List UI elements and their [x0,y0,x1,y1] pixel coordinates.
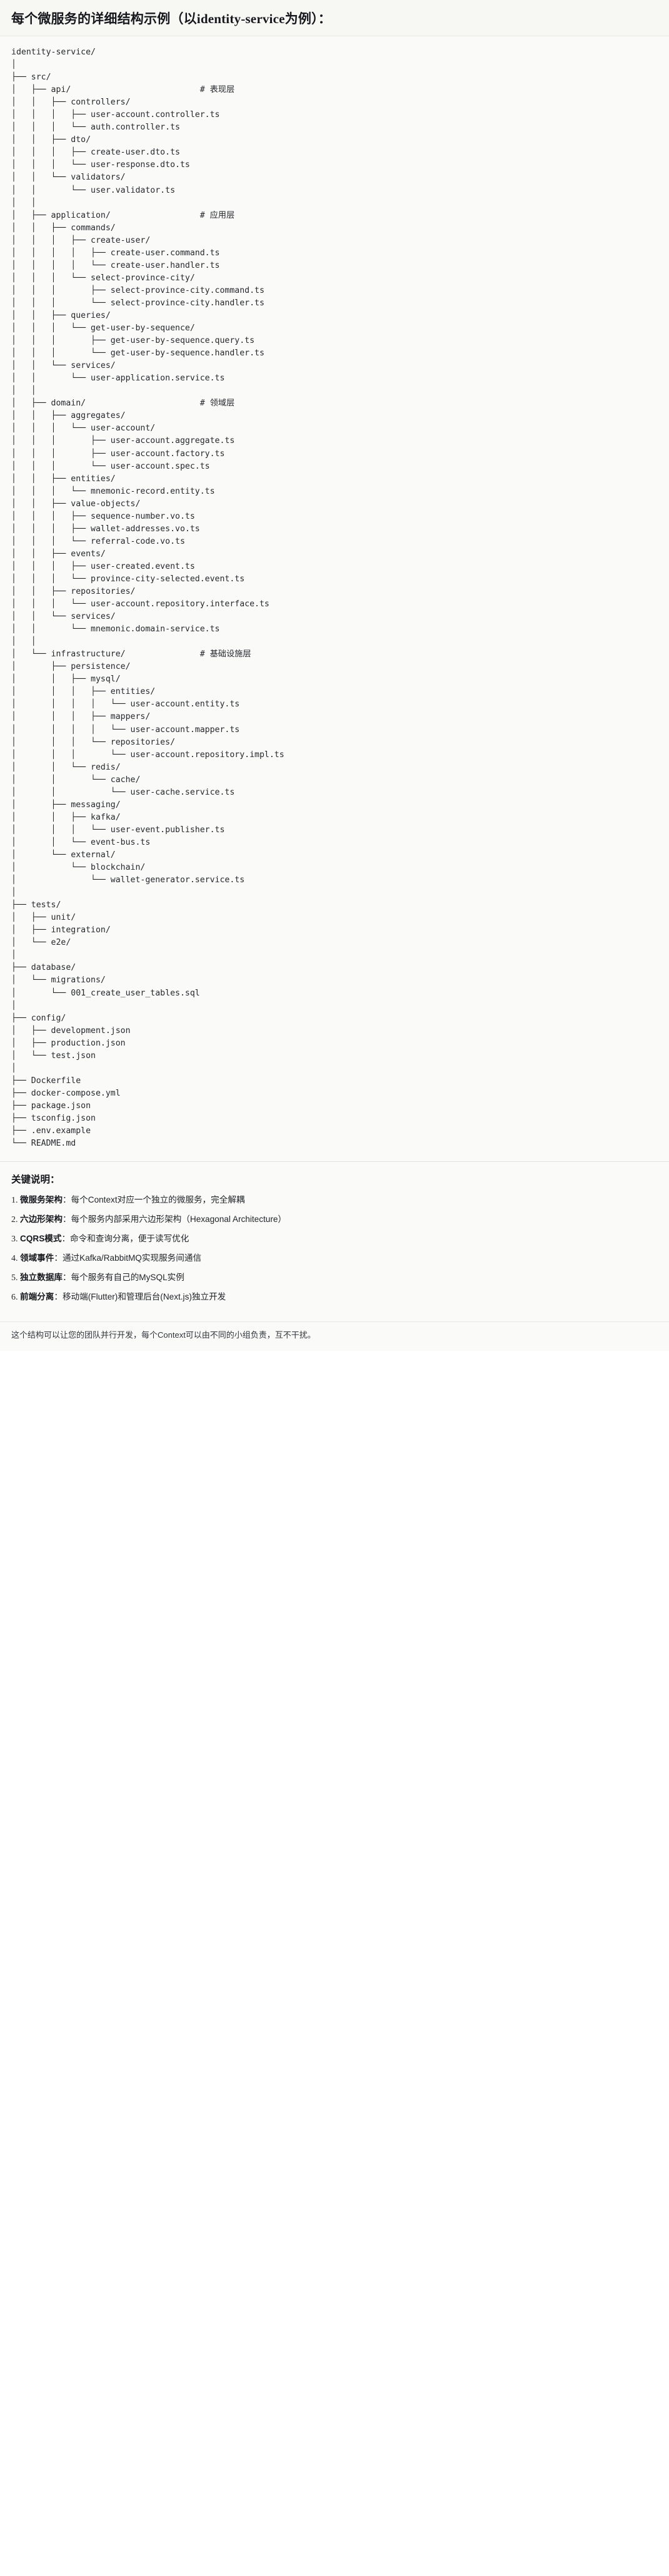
key-note-term: 领域事件 [20,1253,54,1263]
key-note-description: ：移动端(Flutter)和管理后台(Next.js)独立开发 [54,1292,226,1302]
key-note-item: 独立数据库：每个服务有自己的MySQL实例 [11,1271,658,1284]
key-note-term: 六边形架构 [20,1214,63,1224]
key-note-item: 微服务架构：每个Context对应一个独立的微服务，完全解耦 [11,1194,658,1206]
document-page: 每个微服务的详细结构示例（以identity-service为例）： ident… [0,0,669,1351]
key-note-item: 领域事件：通过Kafka/RabbitMQ实现服务间通信 [11,1252,658,1265]
key-note-item: 前端分离：移动端(Flutter)和管理后台(Next.js)独立开发 [11,1291,658,1303]
closing-paragraph: 这个结构可以让您的团队并行开发，每个Context可以由不同的小组负责，互不干扰… [0,1321,669,1352]
key-note-term: 独立数据库 [20,1273,63,1283]
key-note-term: 微服务架构 [20,1195,63,1205]
key-note-term: 前端分离 [20,1292,54,1302]
key-notes-list: 微服务架构：每个Context对应一个独立的微服务，完全解耦六边形架构：每个服务… [11,1194,658,1303]
page-title: 每个微服务的详细结构示例（以identity-service为例）： [0,0,669,36]
key-note-item: 六边形架构：每个服务内部采用六边形架构（Hexagonal Architectu… [11,1213,658,1226]
key-notes-section: 关键说明： 微服务架构：每个Context对应一个独立的微服务，完全解耦六边形架… [0,1162,669,1315]
key-note-description: ：每个服务内部采用六边形架构（Hexagonal Architecture） [62,1214,287,1224]
key-note-description: ：命令和查询分离，便于读写优化 [61,1234,189,1244]
directory-tree: identity-service/ │ ├── src/ │ ├── api/ … [11,48,284,1149]
key-note-item: CQRS模式：命令和查询分离，便于读写优化 [11,1233,658,1245]
key-note-term: CQRS模式 [20,1234,62,1244]
key-note-description: ：每个Context对应一个独立的微服务，完全解耦 [62,1195,245,1205]
key-note-description: ：每个服务有自己的MySQL实例 [62,1273,184,1283]
key-note-description: ：通过Kafka/RabbitMQ实现服务间通信 [54,1253,202,1263]
key-notes-heading: 关键说明： [11,1174,60,1186]
directory-tree-block: identity-service/ │ ├── src/ │ ├── api/ … [0,36,669,1163]
